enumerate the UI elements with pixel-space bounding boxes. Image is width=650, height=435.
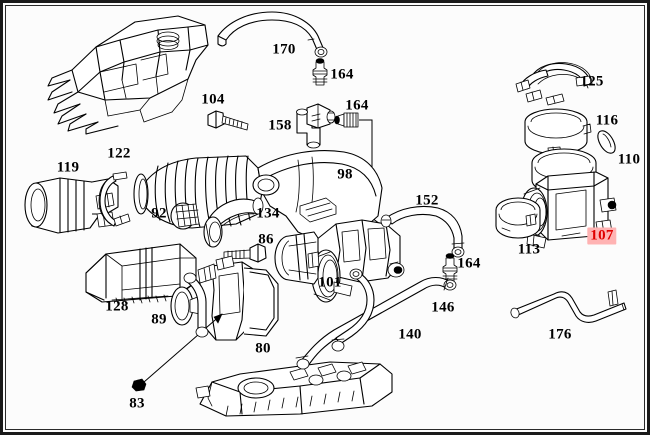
- callout-101: 101: [318, 274, 342, 291]
- part-146-breather-hose-long: [295, 276, 457, 370]
- callout-86: 86: [258, 231, 274, 248]
- callout-134: 134: [256, 205, 280, 222]
- part-122-hose-clamp: [98, 171, 131, 227]
- part-86-bolt: [223, 243, 267, 263]
- part-134-elbow-hose: [203, 197, 264, 248]
- part-164-lower-fitting: [442, 253, 458, 283]
- callout-92: 92: [151, 205, 167, 222]
- part-152-vacuum-hose: [380, 205, 465, 258]
- callout-104: 104: [201, 91, 225, 108]
- callout-164-lower: 164: [457, 255, 481, 272]
- callout-119: 119: [56, 159, 80, 176]
- callout-113: 113: [517, 241, 541, 258]
- callout-152: 152: [415, 192, 439, 209]
- callout-164-upper: 164: [330, 66, 354, 83]
- part-116-sealing-ring: [524, 108, 592, 158]
- callout-110: 110: [617, 151, 641, 168]
- callout-125: 125: [580, 73, 604, 90]
- part-140-breather-hose-short: [183, 268, 375, 352]
- callout-158: 158: [268, 117, 292, 134]
- callout-128: 128: [105, 298, 129, 315]
- part-176-vent-pipe: [510, 289, 627, 323]
- part-lower-cylinder-head: [195, 361, 393, 417]
- part-158-tee-valve: [296, 103, 336, 149]
- callout-107-highlighted: 107: [587, 227, 617, 245]
- part-113-sealing-ring: [495, 197, 541, 239]
- callout-140: 140: [398, 326, 422, 343]
- part-92-air-temp-sensor: [170, 202, 200, 230]
- part-upper-manifold: [47, 15, 209, 135]
- callout-164-mid: 164: [345, 97, 369, 114]
- callout-83: 83: [129, 395, 145, 412]
- callout-176: 176: [548, 326, 572, 343]
- callout-170: 170: [272, 41, 296, 58]
- callout-80: 80: [255, 340, 271, 357]
- callout-116: 116: [595, 112, 619, 129]
- part-110-retaining-pin: [597, 130, 616, 154]
- part-164-upper-fitting: [312, 58, 328, 86]
- part-101-clamp-ring: [274, 231, 320, 285]
- part-104-bolt: [207, 110, 249, 131]
- callout-146: 146: [431, 299, 455, 316]
- callout-98: 98: [337, 166, 353, 183]
- callout-89: 89: [151, 311, 167, 328]
- part-83-retaining-clip: [131, 313, 223, 392]
- callout-122: 122: [107, 145, 131, 162]
- part-170-vent-hose: [217, 11, 328, 58]
- part-125-hose-clamp-pair: [515, 62, 593, 106]
